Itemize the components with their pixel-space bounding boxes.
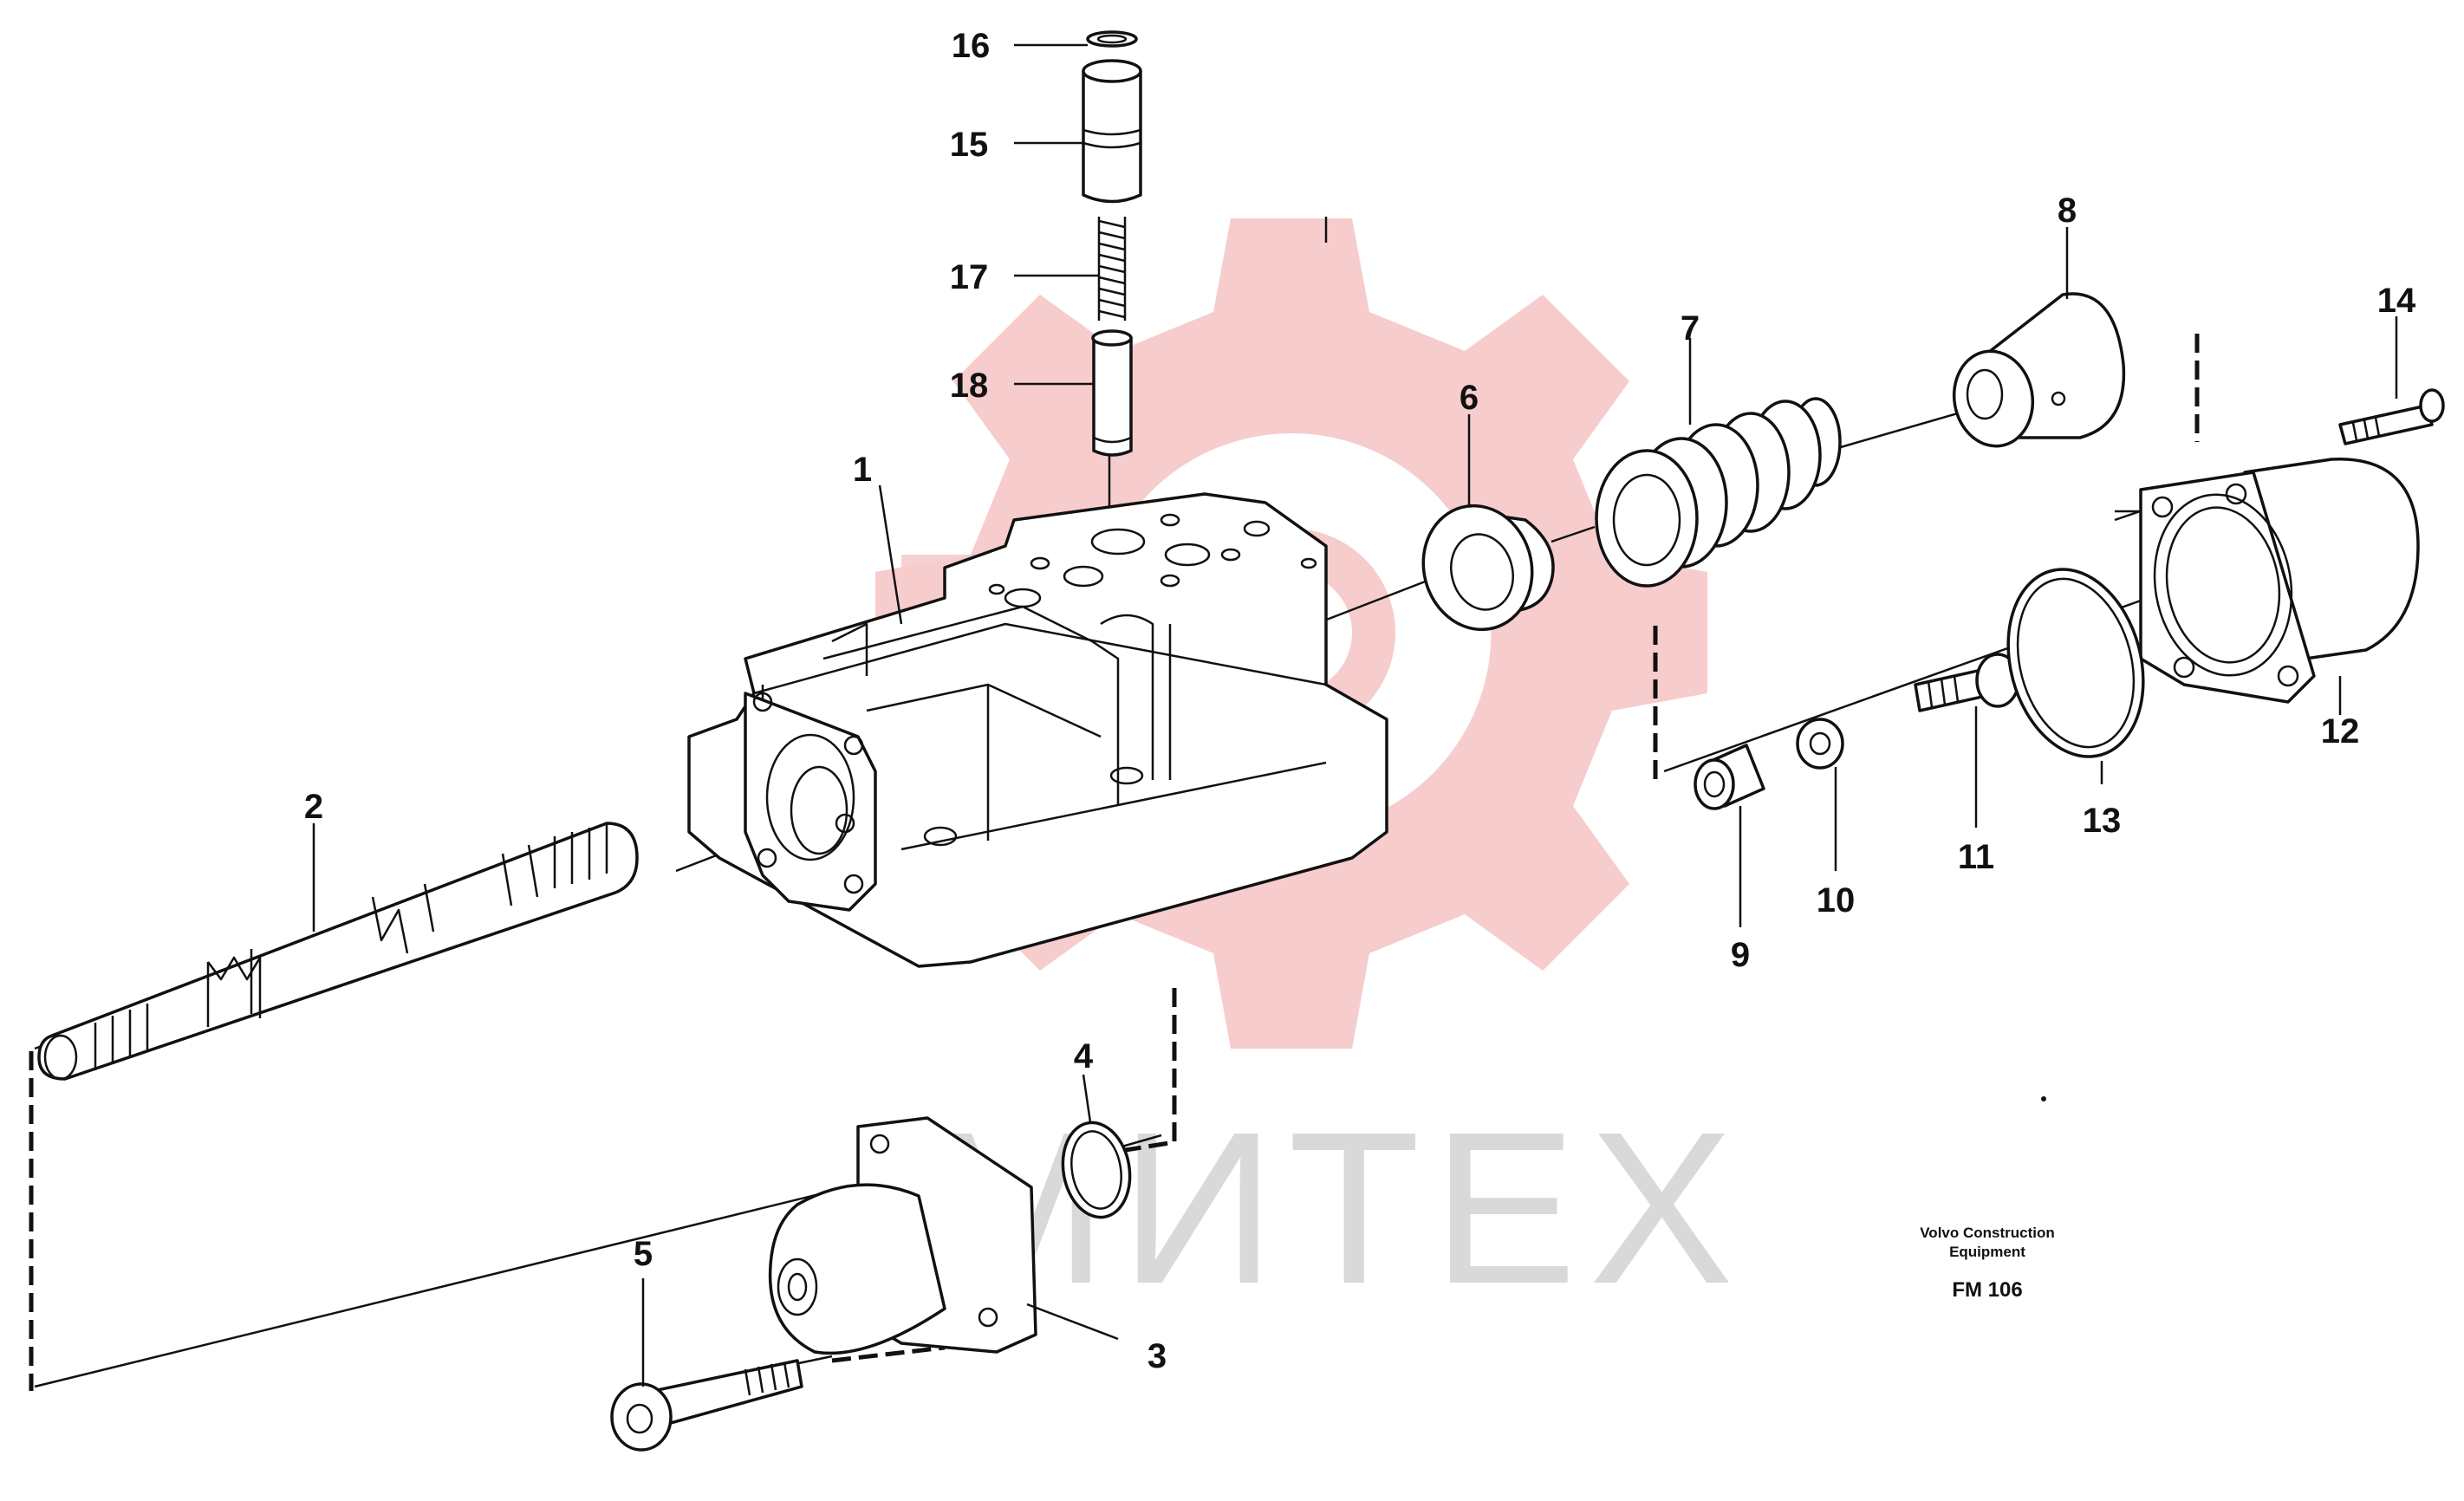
- figure-code: FM 106: [1952, 1278, 2022, 1302]
- callout-18: 18: [950, 367, 989, 405]
- callout-16: 16: [952, 27, 991, 65]
- callout-5: 5: [634, 1235, 653, 1273]
- callout-3: 3: [1147, 1337, 1167, 1375]
- spool: [37, 822, 639, 1081]
- callout-12: 12: [2321, 712, 2360, 750]
- screw-14: [2338, 388, 2445, 445]
- leader-lines: [312, 43, 2398, 1387]
- o-ring-4: [1061, 1121, 1132, 1219]
- footer-line1: Volvo Construction: [1920, 1225, 2055, 1241]
- end-cover: [768, 1116, 1037, 1355]
- callout-6: 6: [1460, 379, 1479, 417]
- spring-7: [1595, 397, 1842, 588]
- spring-seat: [1421, 504, 1555, 632]
- dashed-connectors: [29, 334, 2200, 1391]
- callout-4: 4: [1074, 1037, 1094, 1075]
- callout-7: 7: [1681, 309, 1700, 348]
- callout-13: 13: [2083, 802, 2122, 840]
- end-cover-12: [2139, 458, 2420, 704]
- relief-valve-stack: [1082, 30, 1142, 457]
- o-ring-13: [2006, 568, 2145, 758]
- callout-8: 8: [2058, 192, 2077, 230]
- callout-11: 11: [1958, 838, 1994, 876]
- sleeve-9: [1694, 744, 1765, 810]
- footer-line2: Equipment: [1949, 1244, 2025, 1260]
- bushing-8: [1952, 292, 2126, 448]
- valve-housing: [687, 492, 1388, 968]
- callout-1: 1: [853, 451, 872, 489]
- screw-5: [610, 1359, 803, 1452]
- footer: Volvo Construction Equipment FM 106: [1920, 1096, 2055, 1302]
- callout-labels: 16 15 17 18 1 2 6 7 8 14 12 13 11 10 9 4…: [304, 27, 2416, 1375]
- callout-14: 14: [2377, 282, 2416, 320]
- callout-17: 17: [950, 258, 989, 296]
- callout-2: 2: [304, 788, 323, 826]
- callout-9: 9: [1731, 936, 1750, 974]
- callout-15: 15: [950, 126, 989, 164]
- watermark-text: МИТЕХ: [927, 1087, 1746, 1329]
- washer-10: [1796, 718, 1844, 770]
- callout-10: 10: [1817, 881, 1856, 919]
